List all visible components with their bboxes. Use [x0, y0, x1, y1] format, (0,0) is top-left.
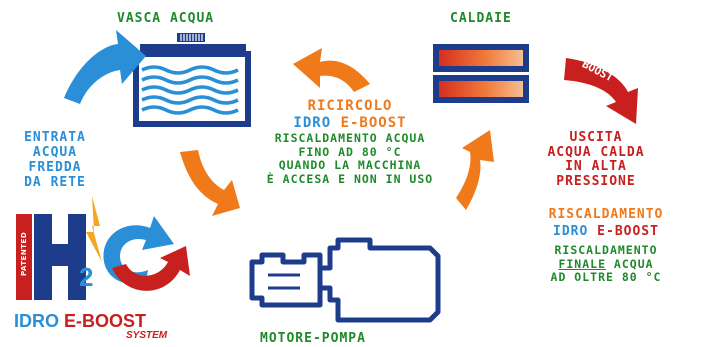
inlet-line-1: ENTRATA: [24, 130, 86, 145]
logo-eboost: E-BOOST: [64, 311, 147, 331]
final-heating-line-2: FINALE ACQUA: [512, 256, 700, 272]
final-word: FINALE: [558, 256, 606, 271]
h2o-logo-icon: [16, 196, 190, 300]
recirculation-line-1: RISCALDAMENTO ACQUA: [274, 131, 426, 145]
arrow-boiler-to-tank-icon: [293, 48, 370, 92]
recirculation-title: RICIRCOLO: [307, 98, 393, 114]
final-heating-block: RISCALDAMENTO IDRO E-BOOST RISCALDAMENTO…: [512, 206, 700, 285]
motor-pump-icon: [249, 237, 441, 323]
brand-eboost: E-BOOST: [340, 115, 407, 131]
brand-idro: IDRO: [293, 115, 341, 131]
outlet-line-3: IN ALTA: [565, 159, 627, 174]
boilers-label: CALDAIE: [450, 11, 512, 26]
recirculation-line-3: QUANDO LA MACCHINA: [278, 158, 422, 172]
final-heating-brand: IDRO E-BOOST: [512, 223, 700, 241]
logo-idro: IDRO: [14, 311, 65, 331]
recirculation-brand: IDRO E-BOOST: [222, 114, 478, 132]
final-heating-line-3: AD OLTRE 80 °C: [550, 270, 662, 284]
water-tank-icon: [133, 33, 251, 127]
arrow-tank-to-pump-icon: [180, 150, 240, 216]
inlet-arrow-icon: [64, 30, 146, 104]
arrow-pump-to-boiler-icon: [456, 130, 494, 210]
logo-patented: PATENTED: [20, 231, 28, 276]
final-heating-line-1: RISCALDAMENTO: [554, 243, 658, 257]
inlet-line-3: FREDDA: [28, 160, 82, 175]
recirculation-line-4: È ACCESA E NON IN USO: [266, 171, 434, 186]
final-heating-description: RISCALDAMENTO FINALE ACQUA AD OLTRE 80 °…: [512, 243, 700, 285]
outlet-line-1: USCITA: [569, 130, 623, 145]
outlet-line-4: PRESSIONE: [556, 173, 636, 189]
logo-subscript-2: 2: [79, 262, 95, 292]
logo-wordmark: IDRO E-BOOST: [14, 311, 146, 332]
brand-eboost-2: E-BOOST: [597, 224, 659, 239]
motor-pump-label: MOTORE-POMPA: [260, 331, 366, 346]
brand-idro-2: IDRO: [553, 224, 598, 239]
inlet-label: ENTRATA ACQUA FREDDA DA RETE: [10, 130, 100, 190]
inlet-line-2: ACQUA: [32, 145, 78, 160]
outlet-label: USCITA ACQUA CALDA IN ALTA PRESSIONE: [532, 130, 660, 189]
recirculation-line-2: FINO AD 80 °C: [298, 144, 402, 159]
water-tank-label: VASCA ACQUA: [117, 11, 215, 26]
boilers-icon: [433, 44, 529, 103]
final-heating-line-2-rest: ACQUA: [606, 256, 654, 271]
recirculation-block: RICIRCOLO IDRO E-BOOST RISCALDAMENTO ACQ…: [222, 98, 478, 186]
outlet-line-2: ACQUA CALDA: [547, 144, 645, 160]
final-heating-title: RISCALDAMENTO: [548, 207, 664, 222]
logo-system: SYSTEM: [126, 330, 168, 341]
recirculation-description: RISCALDAMENTO ACQUA FINO AD 80 °C QUANDO…: [222, 131, 478, 186]
inlet-line-4: DA RETE: [24, 175, 86, 190]
boost-arrow-icon: [564, 58, 638, 124]
